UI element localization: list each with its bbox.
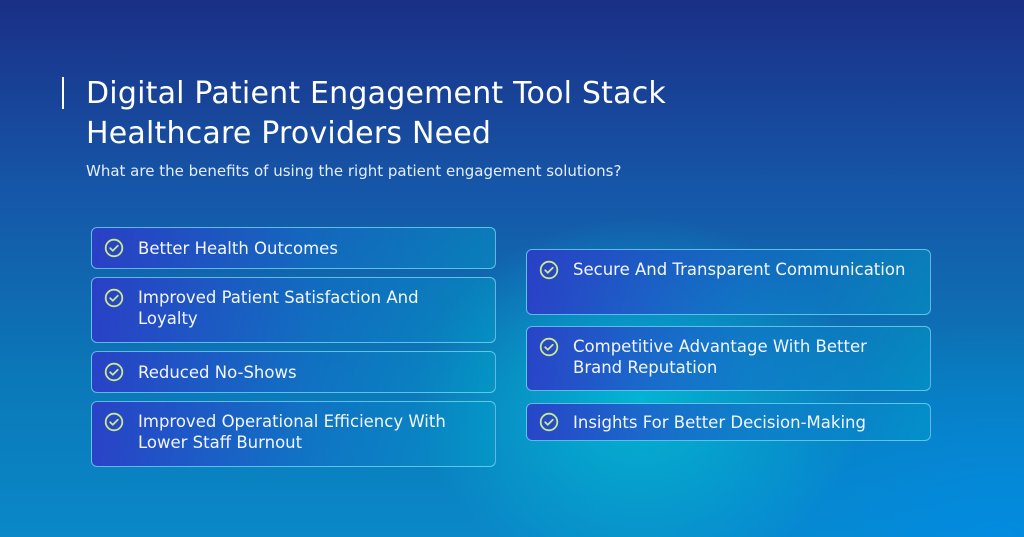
benefit-card: Reduced No-Shows (91, 351, 496, 393)
benefit-label: Better Health Outcomes (138, 238, 338, 258)
benefit-card: Improved Patient Satisfaction And Loyalt… (91, 277, 496, 343)
check-circle-icon (539, 412, 559, 432)
benefit-label: Improved Patient Satisfaction And Loyalt… (138, 288, 419, 328)
benefit-card: Secure And Transparent Communication (526, 249, 931, 315)
benefit-label: Competitive Advantage With Better Brand … (573, 337, 867, 377)
title-accent-bar (62, 77, 64, 109)
title-line-1: Digital Patient Engagement Tool Stack (86, 76, 666, 111)
benefit-label: Improved Operational Efficiency With Low… (138, 412, 446, 452)
benefit-card: Competitive Advantage With Better Brand … (526, 326, 931, 391)
check-circle-icon (539, 337, 559, 357)
benefit-card: Better Health Outcomes (91, 227, 496, 269)
title-line-2: Healthcare Providers Need (86, 116, 492, 151)
check-circle-icon (104, 238, 124, 258)
check-circle-icon (539, 260, 559, 280)
page-subtitle: What are the benefits of using the right… (86, 162, 622, 180)
benefit-label: Insights For Better Decision-Making (573, 412, 866, 432)
check-circle-icon (104, 288, 124, 308)
benefit-card: Improved Operational Efficiency With Low… (91, 401, 496, 467)
check-circle-icon (104, 362, 124, 382)
benefit-card: Insights For Better Decision-Making (526, 403, 931, 441)
page-title: Digital Patient Engagement Tool Stack He… (86, 74, 666, 154)
benefit-label: Reduced No-Shows (138, 362, 297, 382)
check-circle-icon (104, 412, 124, 432)
benefit-label: Secure And Transparent Communication (573, 260, 906, 279)
